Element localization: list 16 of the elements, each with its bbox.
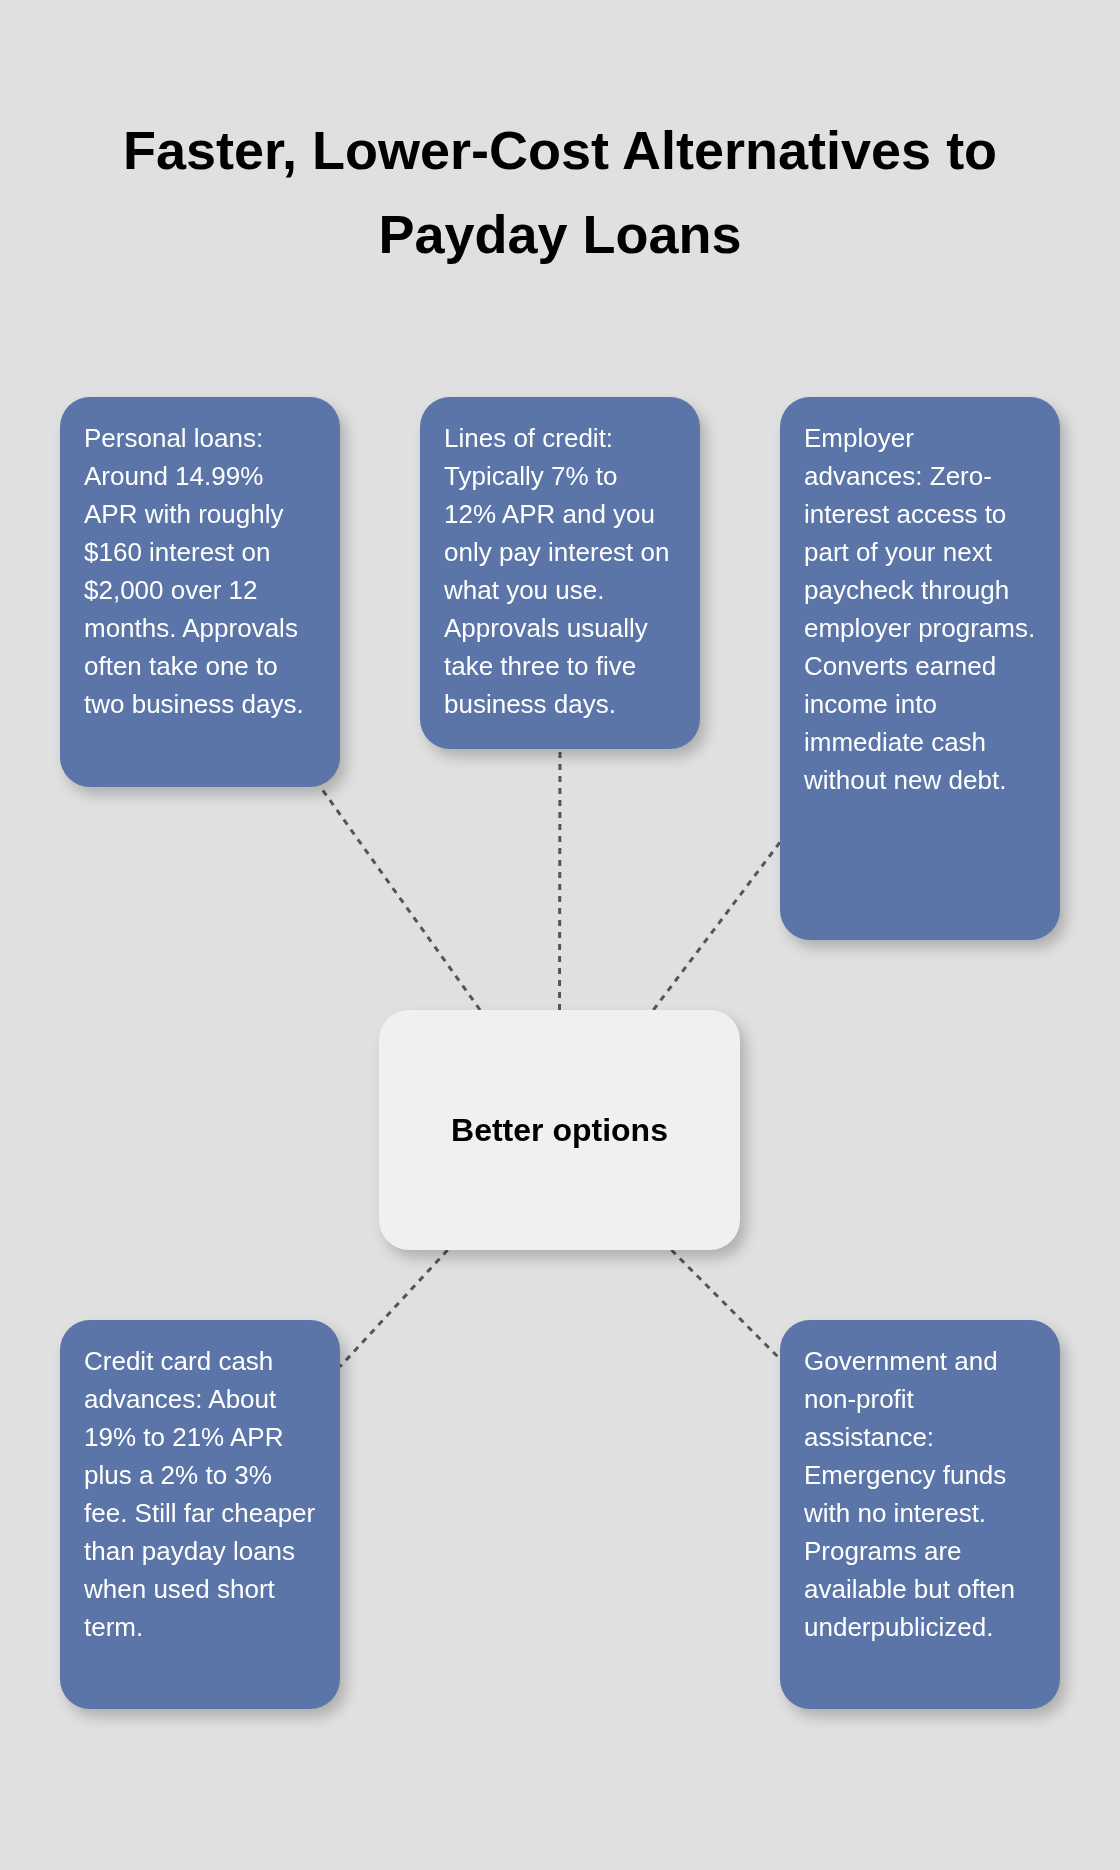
option-card (60, 397, 340, 787)
central-box (379, 1010, 740, 1250)
option-text: Employer advances: Zero-interest access to part of your next paycheck through employer programs. Converts earned income into immediate cash without new debt. (804, 422, 1036, 797)
title: Faster, Lower-Cost Alternatives to Payday Loans (121, 119, 999, 266)
connector-line (558, 749, 562, 1010)
connector-line (338, 1249, 449, 1368)
option-card (780, 1320, 1060, 1709)
option-card (60, 1320, 340, 1709)
option-card (420, 397, 700, 749)
option-card (780, 397, 1060, 940)
hub-label: Better options (451, 1111, 668, 1149)
option-text: Credit card cash advances: About 19% to 21% APR plus a 2% to 3% fee. Still far cheaper than payday loans when used short term. (84, 1345, 316, 1644)
option-text: Lines of credit: Typically 7% to 12% APR and you only pay interest on what you use. Approvals usually take three to five business days. (444, 422, 671, 721)
option-text: Government and non-profit assistance: Emergency funds with no interest. Programs are available but often underpublicized. (804, 1345, 1017, 1644)
option-text: Personal loans: Around 14.99% APR with roughly $160 interest on $2,000 over 12 months. Approvals often take one to two business days. (84, 422, 305, 721)
connector-line (652, 841, 782, 1011)
